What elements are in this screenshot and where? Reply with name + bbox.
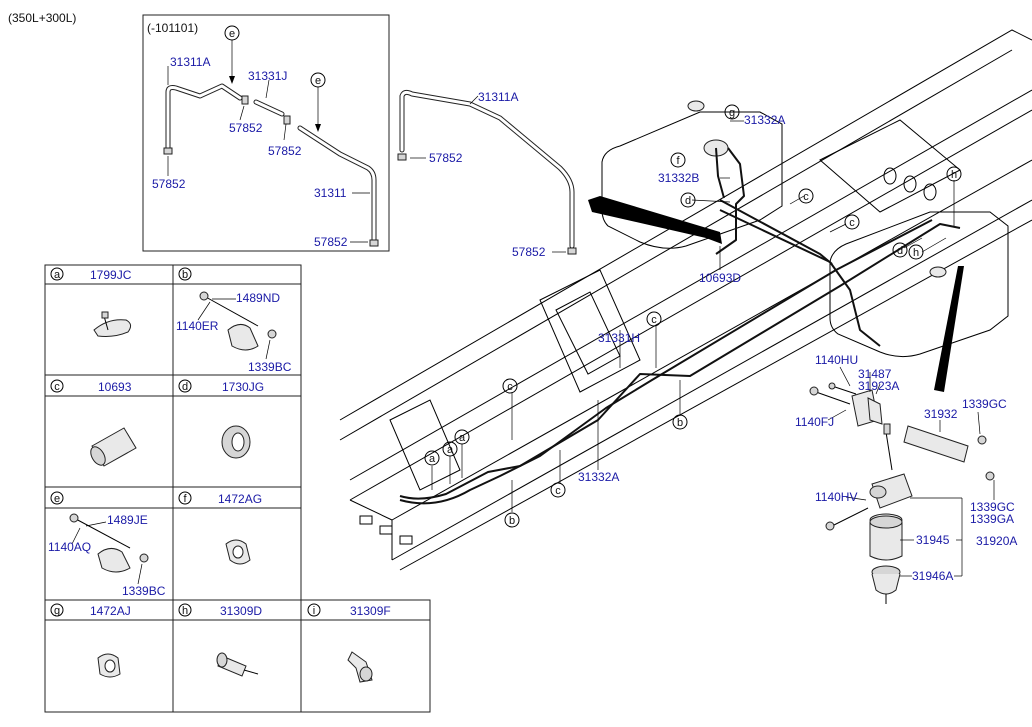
- label-31920A: 31920A: [976, 534, 1017, 548]
- callout-h-2: h: [913, 247, 919, 259]
- label-1339GC-2: 1339GC: [970, 500, 1015, 514]
- legend-key-i: i: [313, 605, 315, 617]
- callout-g: g: [729, 107, 735, 119]
- label-31332B: 31332B: [658, 171, 699, 185]
- legend-part-h: 31309D: [220, 604, 262, 618]
- legend-key-g: g: [54, 605, 60, 617]
- callout-c-5: c: [555, 485, 561, 497]
- label-57852-main-2: 57852: [512, 245, 546, 259]
- callout-b-1: b: [677, 417, 683, 429]
- label-10693D: 10693D: [699, 271, 741, 285]
- legend-extra-e-1: 1140AQ: [48, 540, 91, 554]
- label-31332A-top: 31332A: [744, 113, 785, 127]
- legend-part-i: 31309F: [350, 604, 391, 618]
- legend-key-b: b: [182, 269, 188, 281]
- legend-part-d: 1730JG: [222, 380, 264, 394]
- callout-c-4: c: [507, 381, 513, 393]
- label-31332A-bottom: 31332A: [578, 470, 619, 484]
- label-31932: 31932: [924, 407, 958, 421]
- callout-d-1: d: [685, 195, 691, 207]
- legend-key-d: d: [182, 381, 188, 393]
- inset-label-31331J: 31331J: [248, 69, 287, 83]
- legend-part-e: 1489JE: [107, 513, 148, 527]
- inset-label-31311A: 31311A: [170, 55, 210, 69]
- main-assembly: g f d c c h d h c c b a a a c b 31311A 5…: [339, 29, 1032, 604]
- inset-label-57852-c: 57852: [152, 177, 186, 191]
- variant-label: (350L+300L): [8, 11, 76, 25]
- label-1140FJ: 1140FJ: [795, 415, 834, 429]
- legend-part-f: 1472AG: [218, 492, 262, 506]
- inset-panel: (-101101) e e 31311A 31331J 578: [142, 14, 390, 252]
- callout-f: f: [676, 155, 680, 167]
- callout-b-2: b: [509, 515, 515, 527]
- callout-c-3: c: [651, 314, 657, 326]
- connector-31309D-icon: [216, 652, 259, 677]
- clip-1472AG-icon: [225, 539, 251, 565]
- hose-icon: [90, 427, 137, 467]
- connector-31309F-icon: [347, 651, 373, 683]
- callout-h-1: h: [951, 169, 957, 181]
- label-31487: 31487: [858, 367, 892, 381]
- label-1140HU: 1140HU: [815, 353, 858, 367]
- grommet-icon: [221, 425, 251, 459]
- inset-label-57852-a: 57852: [229, 121, 263, 135]
- legend-part-a: 1799JC: [90, 268, 132, 282]
- callout-c-2: c: [849, 217, 855, 229]
- fuel-filter-assembly: 1140HU 31487 31923A 1140FJ 31932 1339GC …: [795, 353, 1017, 604]
- label-1339GC-1: 1339GC: [962, 397, 1007, 411]
- bracket-1489JE-icon: [69, 513, 149, 585]
- legend-table: a 1799JC b 1489ND 1140ER 1339BC c 10693 …: [44, 264, 431, 713]
- legend-extra-b-1: 1140ER: [176, 319, 219, 333]
- label-31945: 31945: [916, 533, 950, 547]
- label-57852-main-1: 57852: [429, 151, 463, 165]
- callout-a-2: a: [447, 444, 454, 456]
- label-31311A-main: 31311A: [478, 90, 518, 104]
- inset-label-57852-d: 57852: [314, 235, 348, 249]
- legend-key-h: h: [182, 605, 188, 617]
- label-1140HV: 1140HV: [815, 490, 857, 504]
- legend-key-c: c: [54, 381, 60, 393]
- bracket-1489ND-icon: [197, 291, 277, 360]
- callout-a-3: a: [429, 453, 436, 465]
- cable-tie-icon: [93, 311, 132, 337]
- clip-1472AJ-icon: [97, 653, 121, 678]
- inset-callout-e2: e: [315, 75, 321, 87]
- label-31923A: 31923A: [858, 379, 899, 393]
- legend-key-a: a: [54, 269, 61, 281]
- callout-a-1: a: [459, 432, 466, 444]
- label-31946A: 31946A: [912, 569, 953, 583]
- callout-d-2: d: [897, 245, 903, 257]
- legend-key-f: f: [183, 493, 187, 505]
- inset-title: (-101101): [147, 21, 198, 35]
- label-31331H: 31331H: [598, 331, 640, 345]
- inset-label-31311: 31311: [314, 186, 347, 200]
- legend-part-g: 1472AJ: [90, 604, 131, 618]
- label-1339GA: 1339GA: [970, 512, 1014, 526]
- legend-part-b: 1489ND: [236, 291, 280, 305]
- legend-key-e: e: [54, 493, 60, 505]
- legend-extra-b-2: 1339BC: [248, 360, 292, 374]
- legend-extra-e-2: 1339BC: [122, 584, 166, 598]
- callout-c-1: c: [803, 191, 809, 203]
- inset-callout-e1: e: [229, 28, 235, 40]
- legend-part-c: 10693: [98, 380, 132, 394]
- inset-label-57852-b: 57852: [268, 144, 302, 158]
